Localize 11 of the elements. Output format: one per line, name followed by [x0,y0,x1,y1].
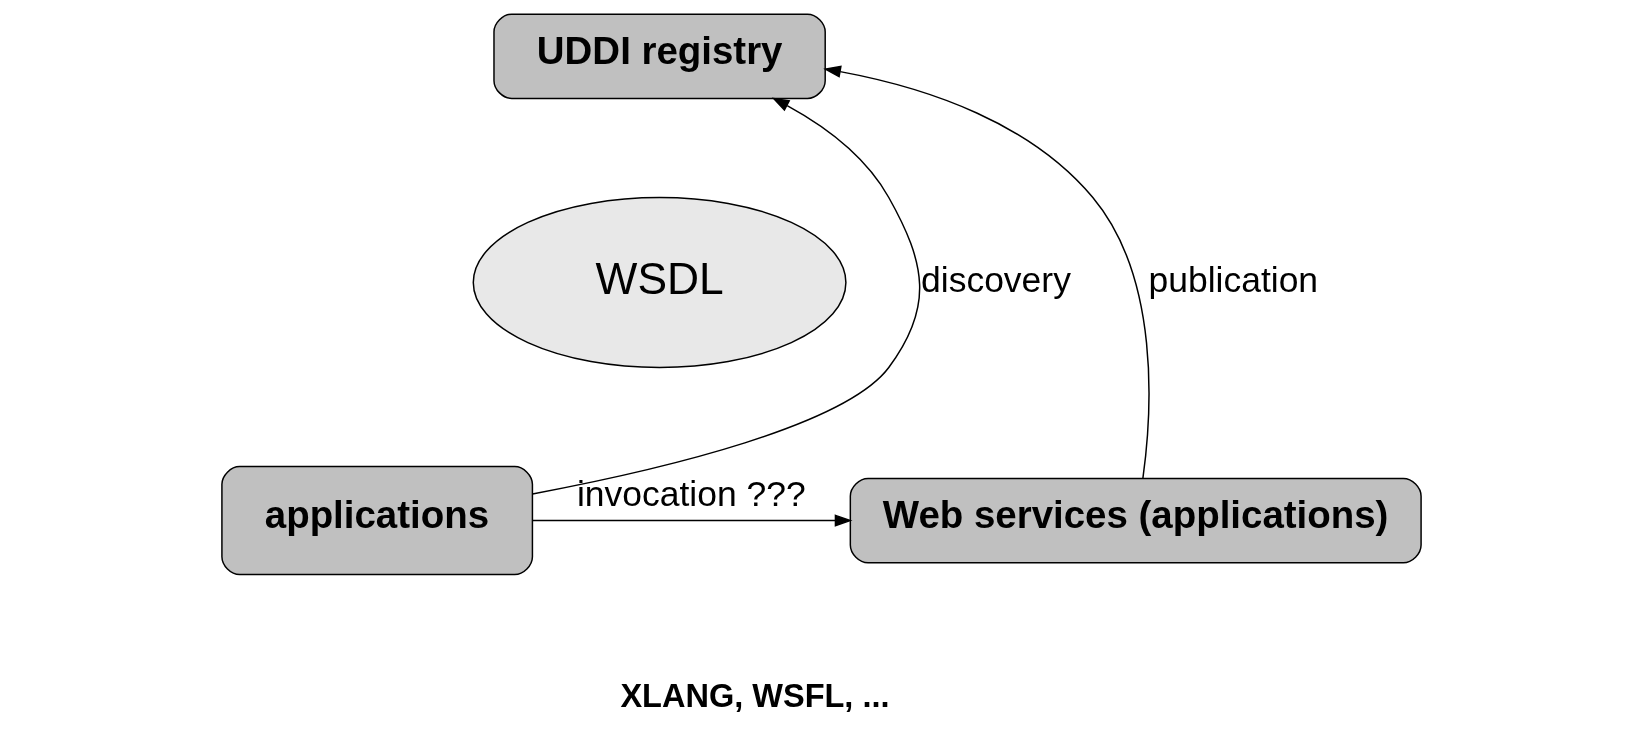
arrow [823,65,1150,479]
label: XLANG, WSFL, ... [620,678,890,715]
node-box: Web services (applications) [849,477,1422,564]
arrow [531,514,853,527]
edge-label: publication [1148,259,1319,300]
edge-label: invocation ??? [577,474,806,515]
node-ellipse: WSDL [472,196,847,369]
arrow [531,97,921,495]
node-box: applications [221,465,534,576]
node-box: UDDI registry [493,13,826,100]
edge-label: discovery [921,259,1071,300]
